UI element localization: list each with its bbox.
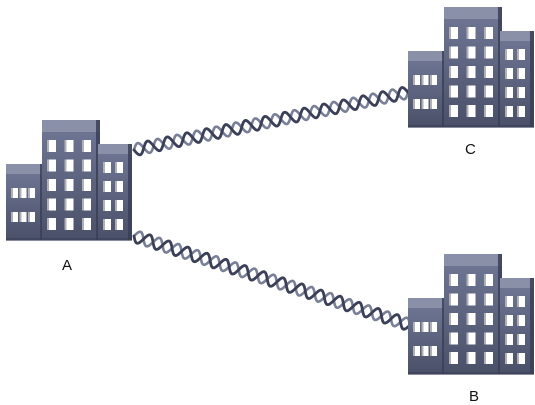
building-wing-right xyxy=(500,278,534,374)
helix-strand-front xyxy=(132,86,413,157)
node-label-c: C xyxy=(465,141,476,158)
building-wing-left xyxy=(408,51,446,127)
link-a-b xyxy=(132,230,412,331)
building-tower-main xyxy=(444,254,502,374)
building-tower-main xyxy=(42,120,100,240)
building-wing-left xyxy=(408,298,446,374)
building-tower-main xyxy=(444,7,502,127)
building-b-icon xyxy=(408,254,534,375)
node-label-a: A xyxy=(62,257,72,274)
helix-strand-front xyxy=(132,233,412,331)
helix-strand-back xyxy=(132,87,411,155)
node-label-b: B xyxy=(469,388,479,405)
helix-strand-back xyxy=(132,230,412,328)
building-wing-right xyxy=(500,31,534,127)
building-wing-left xyxy=(6,164,44,240)
building-c-icon xyxy=(408,7,534,128)
building-a-icon xyxy=(6,120,132,241)
links-layer xyxy=(132,86,413,331)
link-a-c xyxy=(132,86,413,157)
building-wing-right xyxy=(98,144,132,240)
